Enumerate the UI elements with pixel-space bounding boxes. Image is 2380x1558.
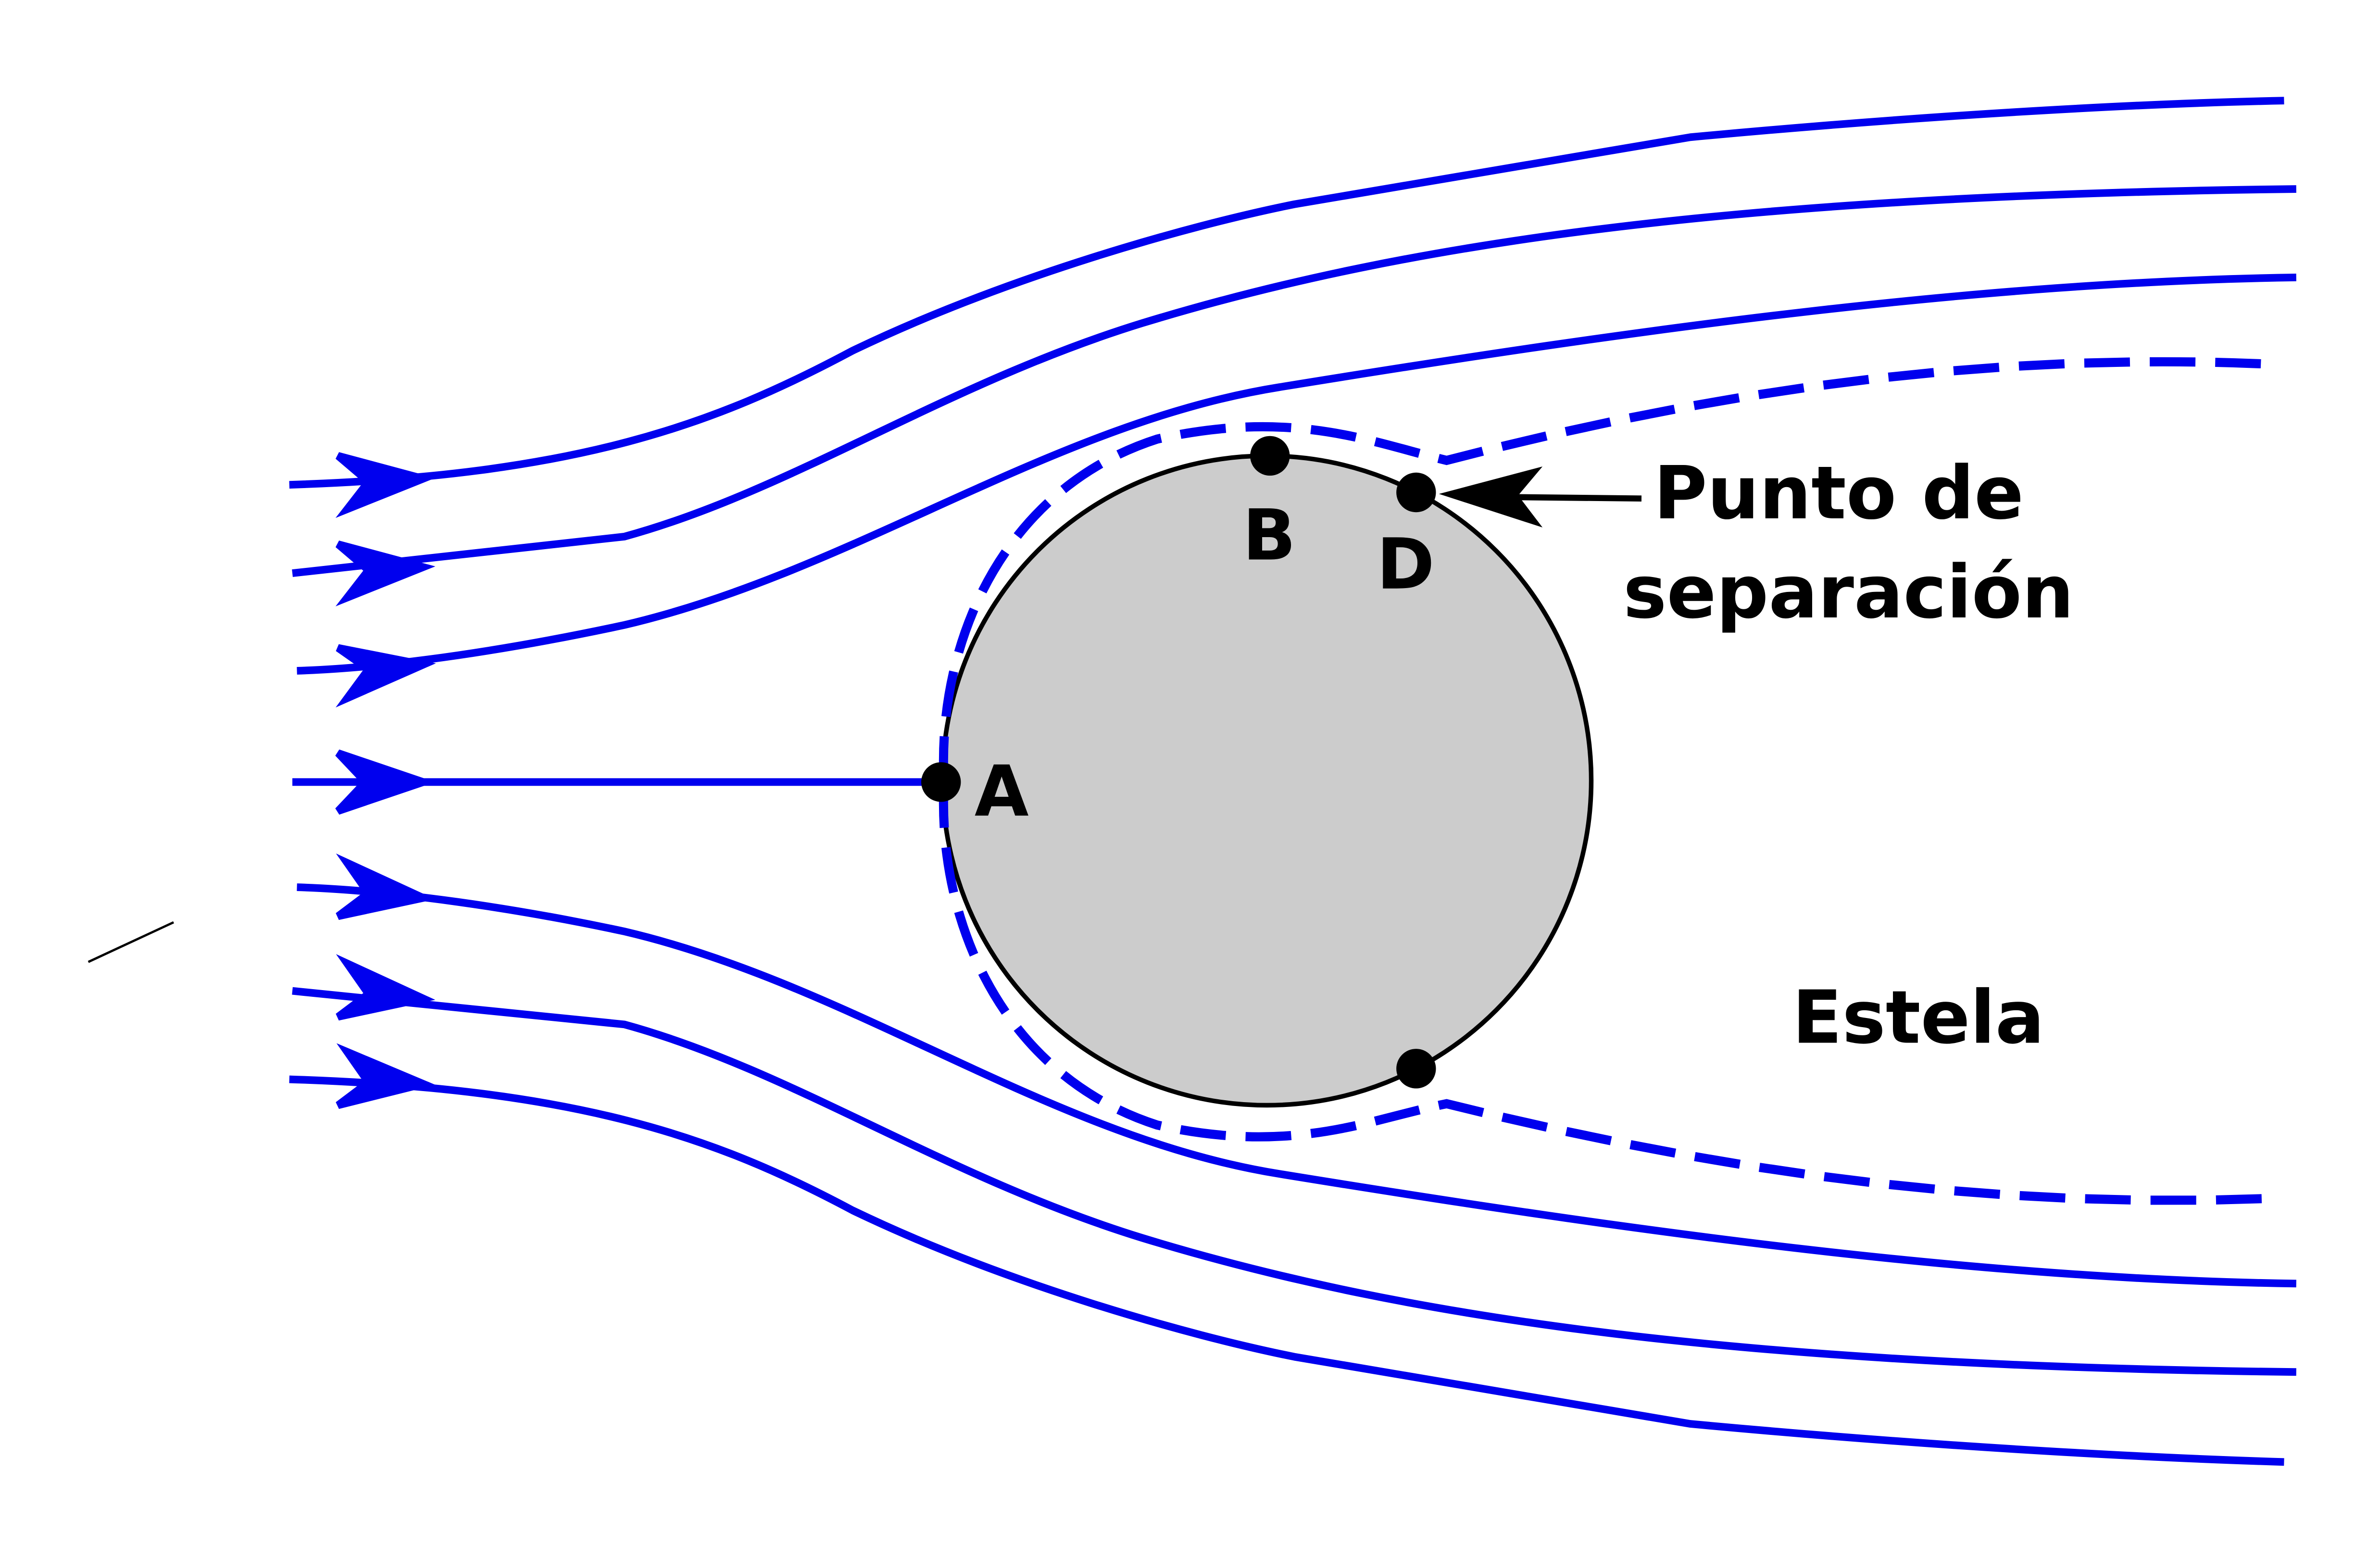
- streamline-upper-middle: [292, 185, 2296, 577]
- separation-streamline-lower: [939, 781, 2274, 1205]
- separation-pointer-head: [1439, 466, 1543, 528]
- inflow-arrow-5: [336, 853, 436, 920]
- lower-separation-dot: [1396, 1049, 1436, 1089]
- streamline-lower-outer: [289, 1075, 2284, 1466]
- label-b: B: [1242, 495, 1296, 576]
- streamline-upper-outer: [289, 97, 2284, 489]
- label-d: D: [1377, 524, 1435, 605]
- streamline-lower-inner: [297, 883, 2296, 1288]
- label-separation-line1: Punto de: [1653, 451, 2024, 536]
- point-d-dot: [1396, 472, 1436, 513]
- lower-streamlines: [289, 883, 2296, 1466]
- streamline-upper-inner: [297, 274, 2296, 675]
- separation-pointer: [1439, 466, 1642, 528]
- separation-streamline-upper: [939, 357, 2274, 782]
- separation-streamlines: [939, 357, 2274, 1205]
- label-separation-line2: separación: [1623, 550, 2074, 635]
- label-a: A: [975, 751, 1029, 832]
- inflow-arrow-3: [336, 644, 436, 708]
- label-wake: Estela: [1792, 975, 2045, 1060]
- separation-pointer-shaft: [1500, 494, 1642, 502]
- inflow-arrows: [335, 452, 436, 1109]
- inflow-arrow-7: [336, 1043, 436, 1109]
- point-b-dot: [1250, 436, 1290, 476]
- streamline-lower-middle: [292, 987, 2296, 1376]
- inflow-arrow-4: [335, 749, 436, 815]
- inflow-arrow-1: [335, 452, 436, 518]
- upper-streamlines: [289, 97, 2296, 675]
- inflow-arrow-2: [335, 540, 436, 606]
- point-a-dot: [921, 762, 961, 802]
- inflow-arrow-6: [336, 954, 436, 1021]
- stray-mark: [88, 921, 175, 963]
